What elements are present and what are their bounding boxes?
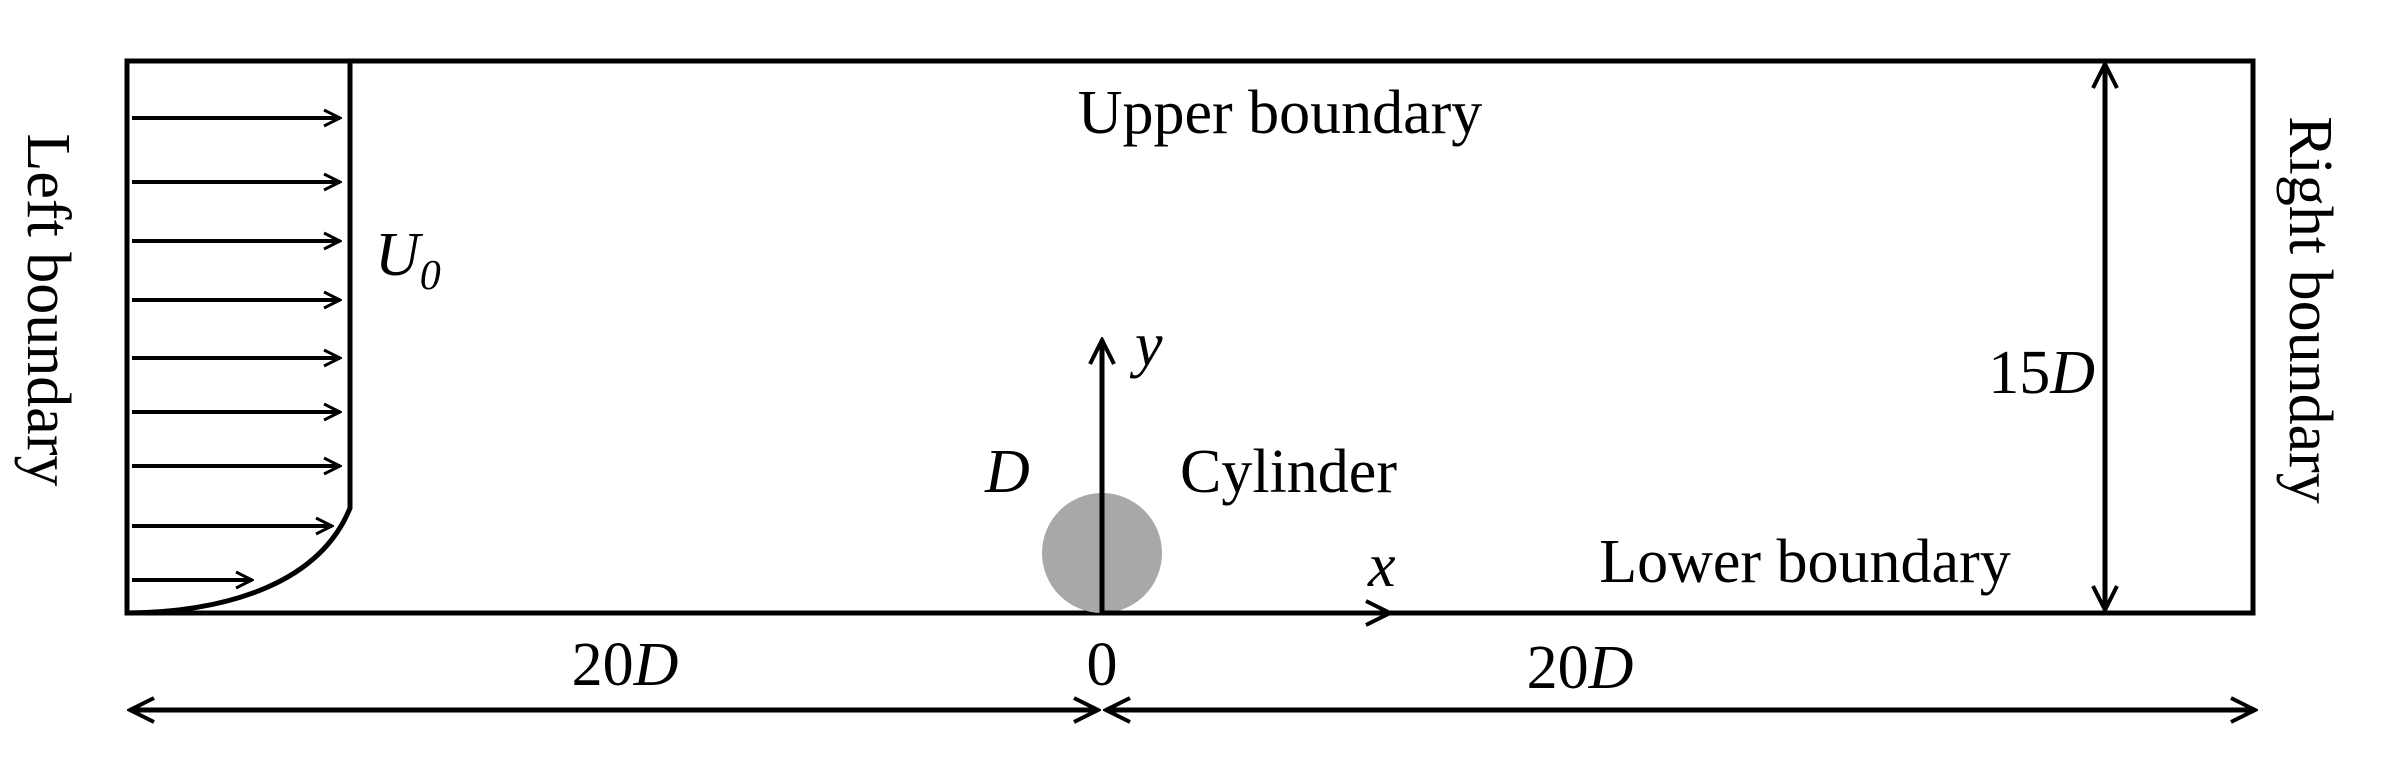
- upstream-dimension-label: 20D: [572, 631, 679, 699]
- origin-label: 0: [1087, 631, 1118, 699]
- diameter-label: D: [984, 438, 1030, 506]
- downstream-value: 20: [1527, 634, 1589, 702]
- lower-boundary-label: Lower boundary: [1599, 528, 2010, 596]
- left-boundary-label: Left boundary: [14, 134, 82, 487]
- height-unit: D: [2049, 339, 2095, 407]
- height-value: 15: [1988, 339, 2050, 407]
- velocity-profile-curve: [126, 61, 353, 616]
- inflow-subscript: 0: [420, 253, 441, 299]
- upstream-unit: D: [633, 631, 679, 699]
- downstream-dimension-label: 20D: [1527, 634, 1634, 702]
- upper-boundary-label: Upper boundary: [1078, 79, 1483, 147]
- inflow-velocity-label: U0: [375, 221, 441, 299]
- right-boundary-label: Right boundary: [2276, 116, 2344, 503]
- downstream-unit: D: [1588, 634, 1634, 702]
- upstream-value: 20: [572, 631, 634, 699]
- x-axis-label: x: [1367, 532, 1396, 600]
- cylinder-label: Cylinder: [1180, 438, 1397, 506]
- inflow-arrows: [132, 118, 340, 580]
- inflow-symbol: U: [375, 221, 424, 289]
- height-dimension-label: 15D: [1988, 339, 2095, 407]
- y-axis-label: y: [1129, 311, 1163, 379]
